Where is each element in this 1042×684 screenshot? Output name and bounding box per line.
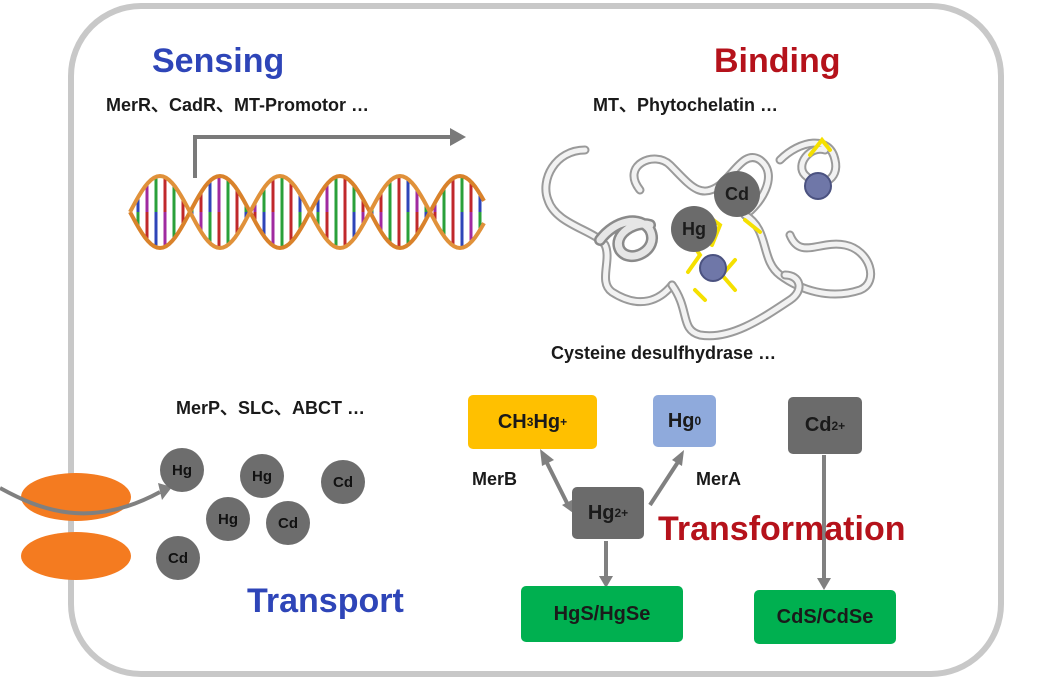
heading-binding: Binding [714, 42, 841, 80]
arrowhead [599, 576, 613, 588]
ch3hg-sub: 3 [526, 415, 534, 429]
transport-ion-cd: Cd [321, 460, 365, 504]
metal-sphere [699, 254, 727, 282]
cell-frame [68, 3, 1004, 677]
hg2-sup: 2+ [614, 506, 629, 520]
heading-transformation: Transformation [658, 510, 906, 548]
mera-label: MerA [696, 469, 742, 489]
promoter-arrowhead [450, 128, 466, 146]
heading-transport: Transport [247, 582, 404, 620]
sensing-proteins-label: MerR、CadR、MT-Promotor … [106, 95, 370, 115]
cds-box: CdS/CdSe [754, 590, 896, 644]
transport-proteins-label: MerP、SLC、ABCT … [176, 398, 366, 418]
cysteine-label: Cysteine desulfhydrase … [551, 343, 777, 363]
ch3hg-sup: + [560, 415, 568, 429]
hg2-base: Hg [587, 501, 615, 524]
cd2-base: Cd [804, 414, 832, 436]
transport-ion-hg: Hg [160, 448, 204, 492]
hg0-sup: 0 [694, 414, 702, 428]
ch3hg-base: CH [497, 410, 527, 433]
dna-strand [128, 173, 486, 251]
transport-ion-hg: Hg [240, 454, 284, 498]
arrowhead [540, 449, 554, 466]
ch3hg-mid: Hg [533, 410, 561, 433]
transport-arrow [0, 486, 161, 516]
membrane-channel-lower [21, 532, 131, 580]
hgs-box: HgS/HgSe [521, 586, 683, 642]
arrowhead [672, 450, 684, 466]
transformation-arrows [545, 455, 826, 580]
transport-ion-cd: Cd [266, 501, 310, 545]
cd2-sup: 2+ [831, 418, 846, 433]
transport-ion-cd: Cd [156, 536, 200, 580]
dna-helix [128, 173, 486, 251]
protein-ion-hg: Hg [671, 206, 717, 252]
merb-label: MerB [472, 469, 518, 489]
promoter-arrow [193, 135, 450, 178]
arrowhead [817, 578, 831, 590]
protein-ion-cd: Cd [714, 171, 760, 217]
metal-sphere [804, 172, 832, 200]
binding-proteins-label: MT、Phytochelatin … [593, 95, 779, 115]
transport-ion-hg: Hg [206, 497, 250, 541]
heading-sensing: Sensing [152, 42, 285, 80]
hg0-base: Hg [667, 409, 695, 432]
protein-structure [541, 136, 876, 341]
